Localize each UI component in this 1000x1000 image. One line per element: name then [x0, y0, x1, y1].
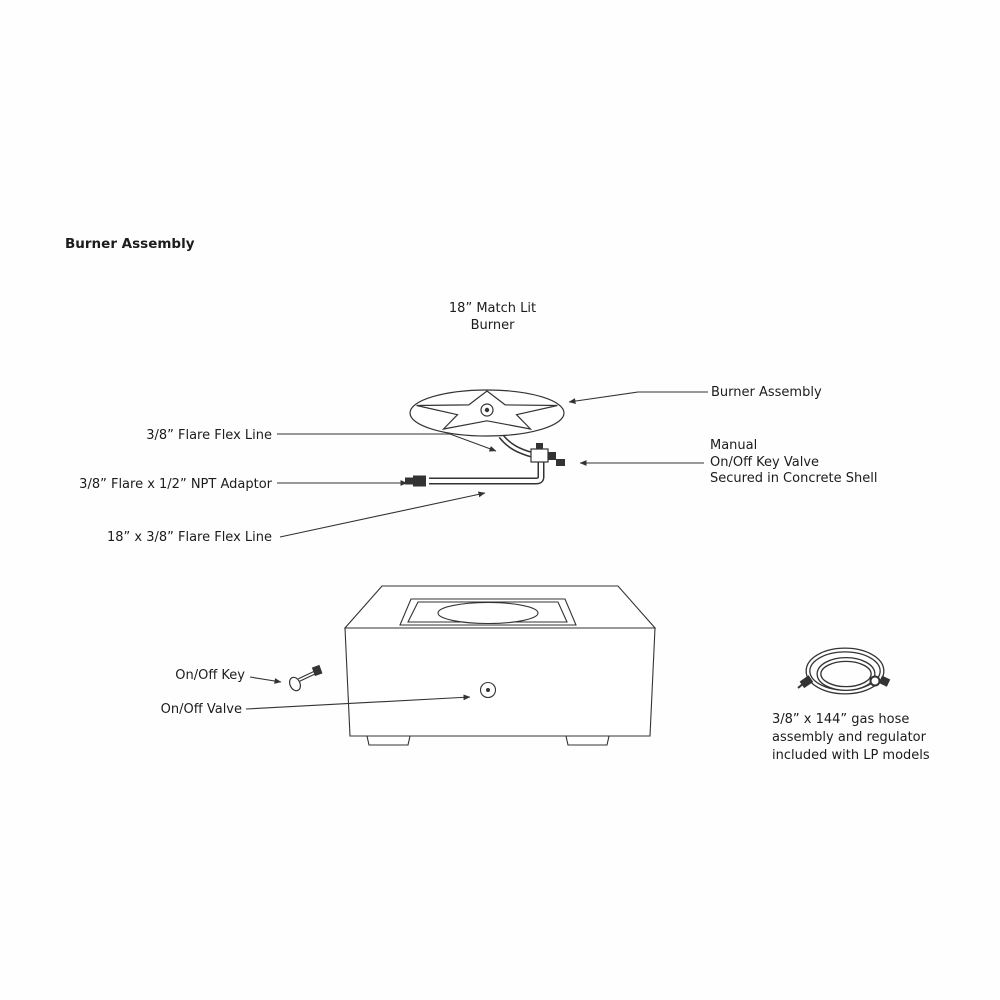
- burner-pan-circle: [437, 601, 539, 625]
- burner-caption: 18” Match Lit Burner: [410, 300, 575, 334]
- hose-note-line2: assembly and regulator: [772, 730, 926, 745]
- hose-tail-left: [797, 682, 805, 689]
- label-manual-valve-line1: Manual: [710, 438, 758, 453]
- page-title: Burner Assembly: [65, 236, 195, 252]
- label-on-off-key: On/Off Key: [175, 668, 245, 683]
- key-valve-stem: [536, 443, 543, 449]
- key-valve-fitting-right: [548, 452, 556, 460]
- hose-regulator-ring: [869, 675, 881, 687]
- shell-foot-left: [366, 735, 411, 746]
- label-manual-valve-line2: On/Off Key Valve: [710, 454, 820, 470]
- key-drawing: [288, 664, 323, 692]
- label-burner-assembly: Burner Assembly: [711, 385, 822, 400]
- leader-on-off-valve: [245, 694, 471, 710]
- burner-caption-line1: 18” Match Lit: [448, 301, 537, 316]
- hose-fitting-right: [878, 675, 891, 687]
- leader-flare-flex-line: [277, 433, 497, 452]
- shell-foot-right: [565, 735, 610, 746]
- label-flare-flex-line: 3/8” Flare Flex Line: [146, 428, 272, 443]
- burner-drawing: [409, 389, 565, 437]
- label-on-off-valve: On/Off Valve: [160, 702, 242, 717]
- hose-drawing: [797, 647, 891, 695]
- shell-front-face: [344, 627, 656, 737]
- npt-adaptor-fitting: [413, 475, 426, 487]
- hose-note: 3/8” x 144” gas hose assembly and regula…: [772, 711, 930, 765]
- hose-note-line1: 3/8” x 144” gas hose: [772, 712, 910, 727]
- leader-burner-assembly: [568, 391, 708, 404]
- hose-coil-outer-highlight: [806, 648, 884, 694]
- fire-pit-shell-drawing: [343, 585, 657, 746]
- key-valve-nub: [556, 459, 565, 466]
- label-flex-line-18: 18” x 3/8” Flare Flex Line: [106, 530, 272, 545]
- plumbing-drawing: [405, 434, 565, 487]
- label-manual-valve: Manual On/Off Key Valve Secured in Concr…: [710, 438, 877, 488]
- on-off-valve-center-dot: [486, 688, 490, 692]
- burner-caption-line2: Burner: [470, 318, 515, 333]
- key-shaft-highlight: [298, 671, 317, 681]
- key-valve-body: [530, 448, 549, 463]
- flex-line-long: [429, 460, 545, 485]
- npt-adaptor-nut: [405, 477, 413, 485]
- flex-line-short-highlight: [499, 435, 534, 457]
- label-manual-valve-line3: Secured in Concrete Shell: [710, 471, 878, 486]
- key-head: [288, 676, 302, 692]
- flex-line-long-highlight: [429, 460, 543, 483]
- hose-coil-inner-highlight: [817, 658, 875, 690]
- key-tip: [311, 664, 323, 677]
- hose-note-line3: included with LP models: [772, 748, 930, 763]
- leader-lines: [245, 391, 708, 710]
- burner-hub-dot: [484, 407, 490, 413]
- label-npt-adaptor: 3/8” Flare x 1/2” NPT Adaptor: [79, 477, 272, 492]
- leader-on-off-key: [249, 676, 282, 684]
- leader-flex-line-18: [279, 491, 486, 538]
